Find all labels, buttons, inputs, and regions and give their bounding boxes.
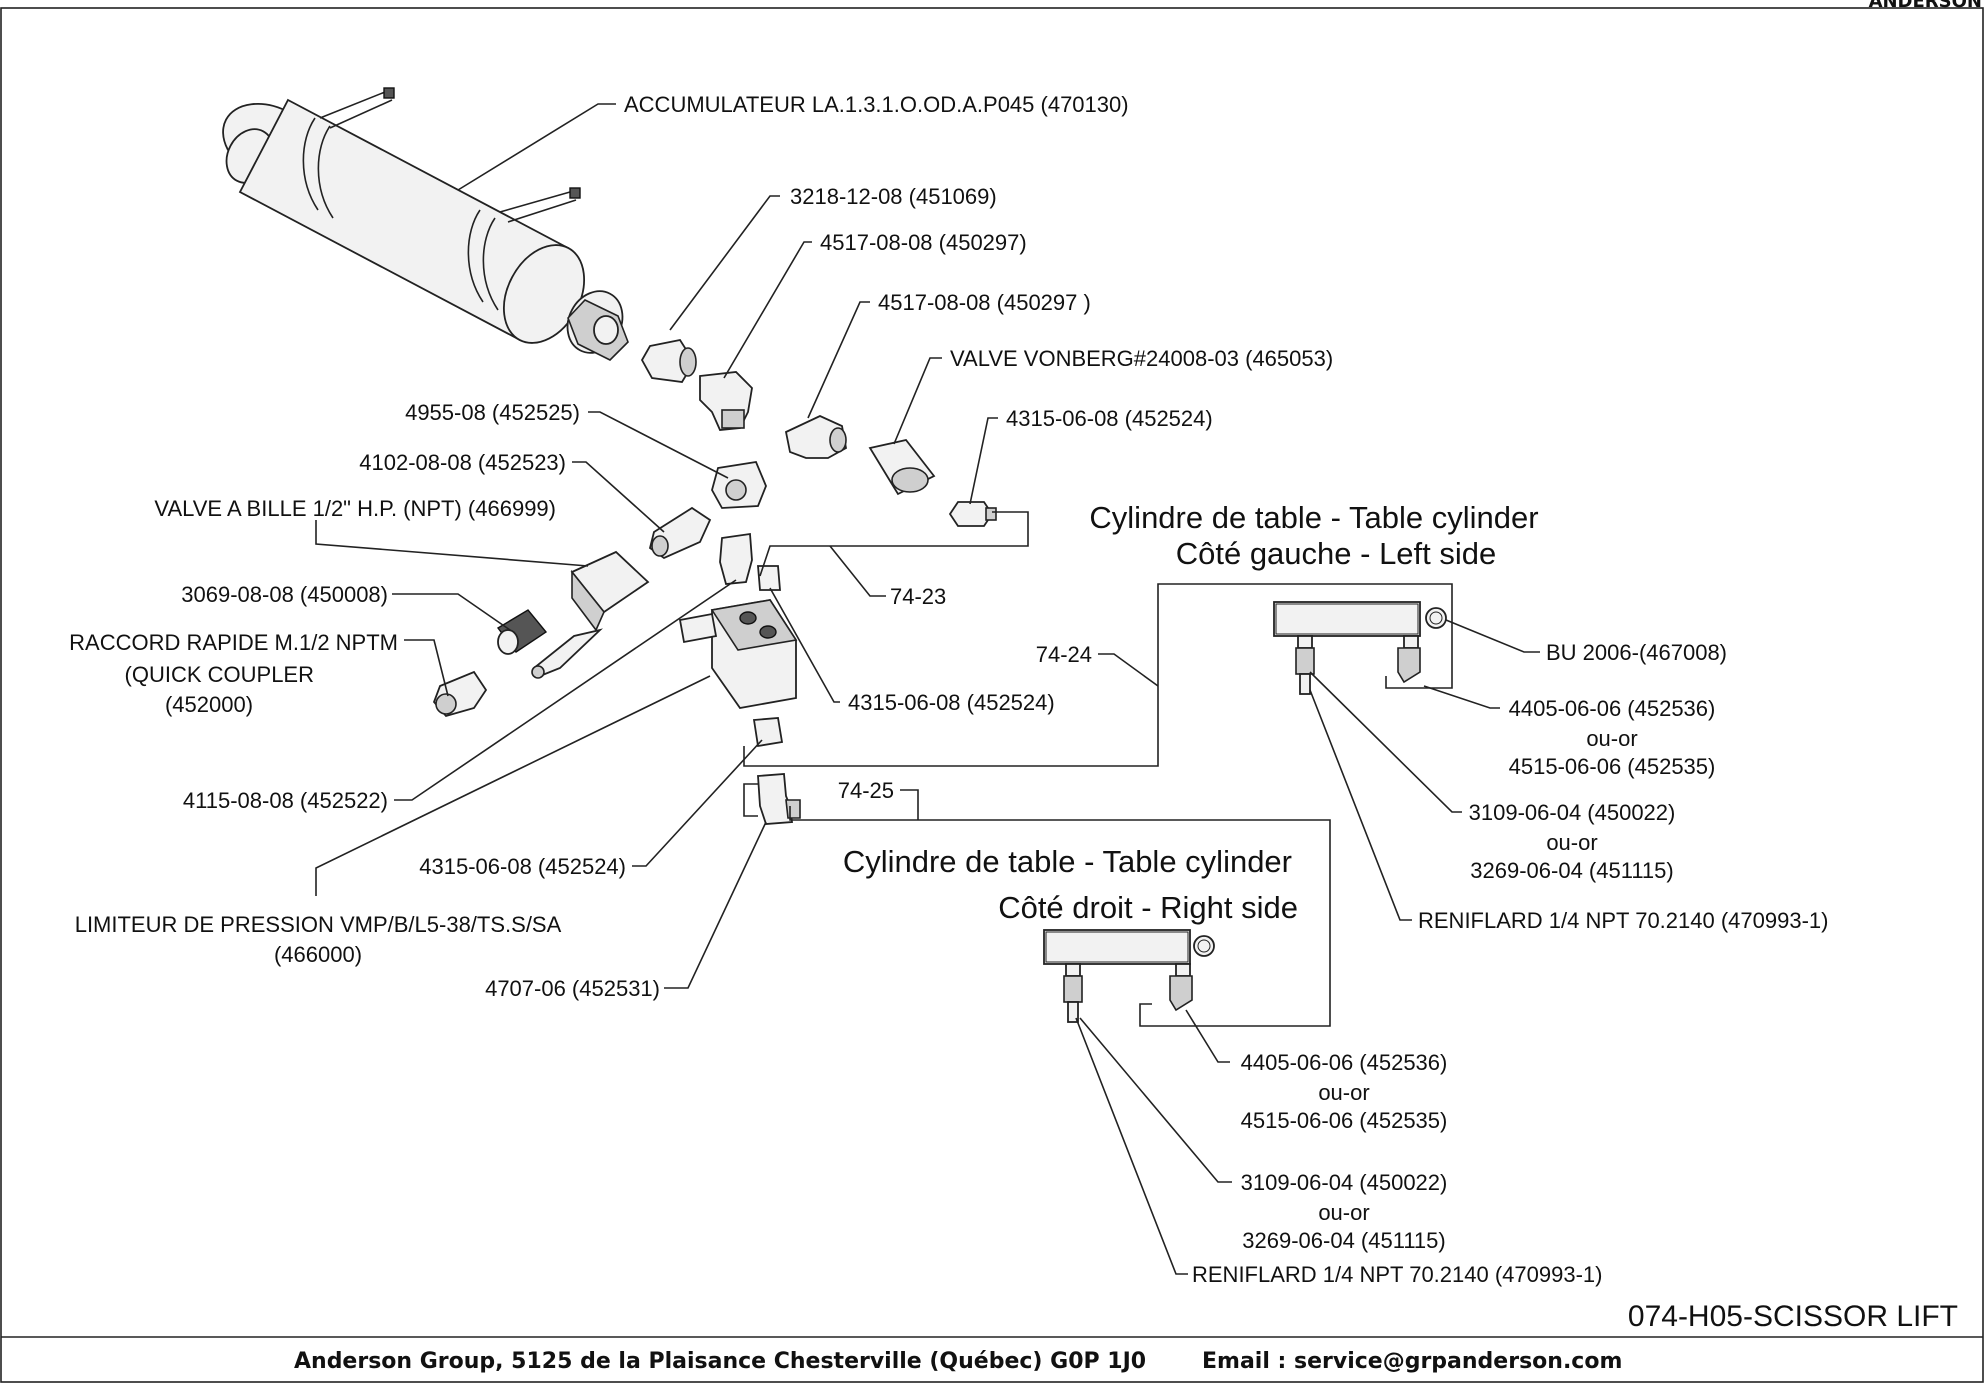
fitting-4517-elbow-b bbox=[784, 415, 848, 459]
label-left-3109-3: 3269-06-04 (451115) bbox=[1470, 858, 1673, 883]
label-hose-74-25: 74-25 bbox=[838, 778, 894, 803]
label-limiter-2: (466000) bbox=[274, 942, 362, 967]
label-4315c: 4315-06-08 (452524) bbox=[419, 854, 626, 879]
label-4115: 4115-08-08 (452522) bbox=[183, 788, 388, 813]
label-left-4405-1: 4405-06-06 (452536) bbox=[1509, 696, 1716, 721]
label-coupler-1: RACCORD RAPIDE M.1/2 NPTM bbox=[69, 630, 398, 655]
label-ball-valve: VALVE A BILLE 1/2" H.P. (NPT) (466999) bbox=[154, 496, 556, 521]
label-right-3109-3: 3269-06-04 (451115) bbox=[1242, 1228, 1445, 1253]
fitting-4707-tee bbox=[757, 773, 801, 825]
label-4955: 4955-08 (452525) bbox=[405, 400, 580, 425]
ball-valve-part bbox=[531, 550, 650, 679]
leader-74-23 bbox=[829, 545, 886, 597]
label-coupler-3: (452000) bbox=[165, 692, 253, 717]
label-left-4405-2: ou-or bbox=[1586, 726, 1637, 751]
valve-vonberg-part bbox=[868, 438, 936, 496]
label-left-3109-1: 3109-06-04 (450022) bbox=[1469, 800, 1676, 825]
hose-74-23 bbox=[759, 511, 1029, 577]
heading-left-cylinder-2: Côté gauche - Left side bbox=[1176, 536, 1497, 571]
label-right-4405-2: ou-or bbox=[1318, 1080, 1369, 1105]
drawing-number: 074-H05-SCISSOR LIFT bbox=[1628, 1300, 1958, 1333]
accumulator-part bbox=[222, 87, 629, 361]
label-4517b: 4517-08-08 (450297 ) bbox=[878, 290, 1091, 315]
label-3069: 3069-08-08 (450008) bbox=[181, 582, 388, 607]
label-4517a: 4517-08-08 (450297) bbox=[820, 230, 1027, 255]
label-accumulator: ACCUMULATEUR LA.1.3.1.O.OD.A.P045 (47013… bbox=[624, 92, 1129, 117]
fitting-4955-tee bbox=[711, 461, 767, 509]
leader-74-24 bbox=[1098, 653, 1159, 687]
leader-vonberg bbox=[893, 357, 942, 445]
label-right-3109-2: ou-or bbox=[1318, 1200, 1369, 1225]
leader-3109-left bbox=[1309, 671, 1462, 813]
label-right-reniflard: RENIFLARD 1/4 NPT 70.2140 (470993-1) bbox=[1192, 1262, 1602, 1287]
pressure-limiter-part bbox=[678, 599, 798, 709]
label-left-reniflard: RENIFLARD 1/4 NPT 70.2140 (470993-1) bbox=[1418, 908, 1828, 933]
label-right-4405-1: 4405-06-06 (452536) bbox=[1241, 1050, 1448, 1075]
fitting-4517-elbow-a bbox=[699, 371, 753, 431]
leader-4102 bbox=[572, 461, 665, 533]
heading-right-cylinder-2: Côté droit - Right side bbox=[998, 890, 1298, 925]
label-hose-74-24: 74-24 bbox=[1036, 642, 1092, 667]
leader-4115 bbox=[394, 579, 737, 801]
label-bu2006: BU 2006-(467008) bbox=[1546, 640, 1727, 665]
leader-reniflard-left bbox=[1309, 689, 1412, 921]
leader-4315c bbox=[632, 739, 763, 867]
footer-email: Email : service@grpanderson.com bbox=[1202, 1349, 1622, 1374]
leader-3069 bbox=[392, 593, 511, 631]
label-left-3109-2: ou-or bbox=[1546, 830, 1597, 855]
drawing-frame bbox=[0, 7, 1984, 1383]
leader-ball-valve bbox=[315, 520, 589, 567]
leader-74-25 bbox=[900, 789, 919, 820]
heading-right-cylinder-1: Cylindre de table - Table cylinder bbox=[843, 844, 1292, 879]
quick-coupler-part bbox=[432, 670, 488, 718]
leader-bu2006-left bbox=[1445, 619, 1540, 653]
label-4102: 4102-08-08 (452523) bbox=[359, 450, 566, 475]
fitting-4102 bbox=[648, 506, 712, 560]
brand-label: ANDERSON bbox=[1869, 0, 1982, 12]
leader-4517a bbox=[723, 241, 812, 379]
heading-left-cylinder-1: Cylindre de table - Table cylinder bbox=[1089, 500, 1538, 535]
label-right-3109-1: 3109-06-04 (450022) bbox=[1241, 1170, 1448, 1195]
footer-address: Anderson Group, 5125 de la Plaisance Che… bbox=[294, 1349, 1146, 1374]
label-vonberg: VALVE VONBERG#24008-03 (465053) bbox=[950, 346, 1333, 371]
fitting-4315-a bbox=[948, 501, 997, 527]
leader-limiter bbox=[315, 675, 711, 896]
fitting-4315-c bbox=[752, 717, 784, 748]
label-3218: 3218-12-08 (451069) bbox=[790, 184, 997, 209]
label-4315a: 4315-06-08 (452524) bbox=[1006, 406, 1213, 431]
fitting-3069 bbox=[496, 609, 548, 655]
leader-3218 bbox=[669, 195, 780, 331]
leader-4405-left bbox=[1423, 685, 1500, 709]
leader-accumulator bbox=[457, 103, 616, 191]
leader-4405-right bbox=[1185, 1009, 1230, 1063]
label-4315b: 4315-06-08 (452524) bbox=[848, 690, 1055, 715]
leader-reniflard-right bbox=[1075, 1017, 1188, 1275]
fitting-swivel-upper bbox=[719, 532, 781, 591]
leader-4315b bbox=[769, 587, 840, 703]
left-table-cylinder bbox=[1273, 601, 1447, 695]
label-left-4405-3: 4515-06-06 (452535) bbox=[1509, 754, 1716, 779]
hose-74-25 bbox=[743, 783, 1331, 1027]
label-hose-74-23: 74-23 bbox=[890, 584, 946, 609]
leader-4707 bbox=[664, 821, 767, 989]
fitting-3218 bbox=[640, 338, 697, 383]
label-coupler-2: (QUICK COUPLER bbox=[125, 662, 314, 687]
label-limiter-1: LIMITEUR DE PRESSION VMP/B/L5-38/TS.S/SA bbox=[75, 912, 562, 937]
leader-4517b bbox=[807, 301, 870, 419]
leader-4315a bbox=[969, 417, 998, 505]
leader-4955 bbox=[588, 411, 729, 479]
label-right-4405-3: 4515-06-06 (452535) bbox=[1241, 1108, 1448, 1133]
hose-74-24 bbox=[743, 583, 1453, 767]
leader-coupler bbox=[404, 639, 449, 697]
right-table-cylinder bbox=[1043, 929, 1215, 1023]
leader-3109-right bbox=[1079, 1017, 1232, 1183]
label-4707: 4707-06 (452531) bbox=[485, 976, 660, 1001]
